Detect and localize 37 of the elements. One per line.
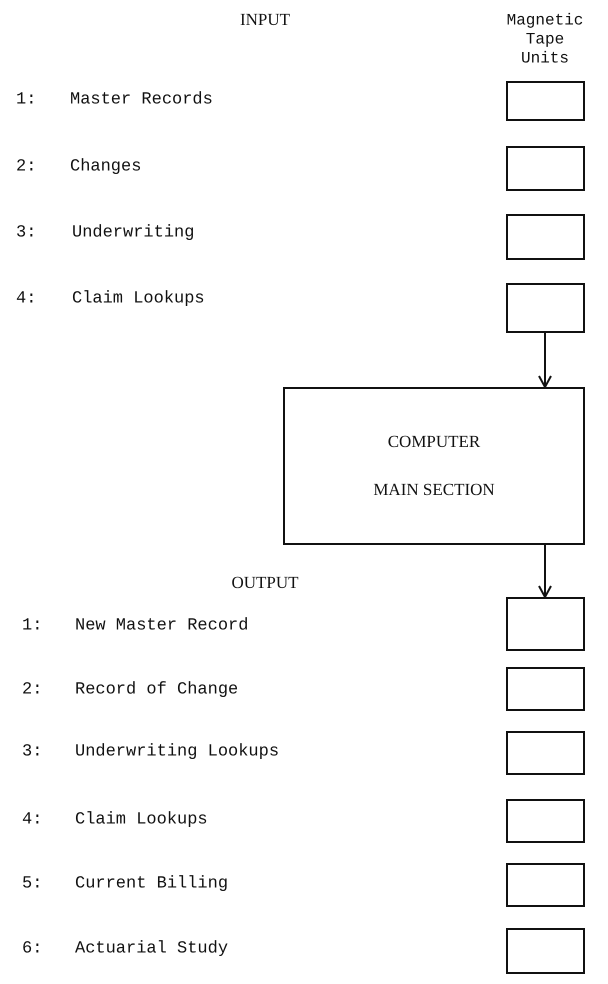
item-number: 5: — [22, 874, 42, 894]
arrow — [538, 545, 552, 598]
box-label: COMPUTER MAIN SECTION — [372, 431, 496, 501]
item-number: 4: — [22, 810, 42, 830]
item-label: Record of Change — [75, 680, 238, 700]
item-label: Claim Lookups — [72, 290, 205, 308]
item-number: 1: — [16, 90, 36, 110]
item-label: Underwriting Lookups — [75, 742, 280, 762]
item-label: Claim Lookups — [75, 810, 208, 830]
process-box — [283, 387, 585, 545]
item-number: 3: — [22, 742, 42, 762]
item-label: Underwriting — [72, 224, 194, 242]
item-label: Master Records — [70, 90, 213, 110]
tape-unit-box — [506, 799, 585, 843]
item-label: Current Billing — [75, 874, 228, 894]
item-number: 6: — [22, 940, 42, 958]
item-number: 2: — [22, 680, 42, 700]
item-label: Changes — [70, 158, 142, 176]
tape-unit-box — [506, 146, 585, 191]
item-label: New Master Record — [75, 616, 248, 636]
arrow — [538, 333, 552, 388]
item-number: 1: — [22, 616, 42, 636]
tape-unit-box — [506, 214, 585, 260]
item-number: 4: — [16, 290, 36, 308]
column-heading: Magnetic Tape Units — [506, 12, 584, 68]
tape-unit-box — [506, 597, 585, 651]
tape-unit-box — [506, 283, 585, 333]
section-heading: OUTPUT — [231, 573, 299, 593]
section-heading: INPUT — [240, 10, 290, 30]
tape-unit-box — [506, 81, 585, 121]
tape-unit-box — [506, 863, 585, 907]
item-label: Actuarial Study — [75, 940, 228, 958]
item-number: 3: — [16, 224, 36, 242]
tape-unit-box — [506, 731, 585, 775]
tape-unit-box — [506, 928, 585, 974]
item-number: 2: — [16, 158, 36, 176]
tape-unit-box — [506, 667, 585, 711]
